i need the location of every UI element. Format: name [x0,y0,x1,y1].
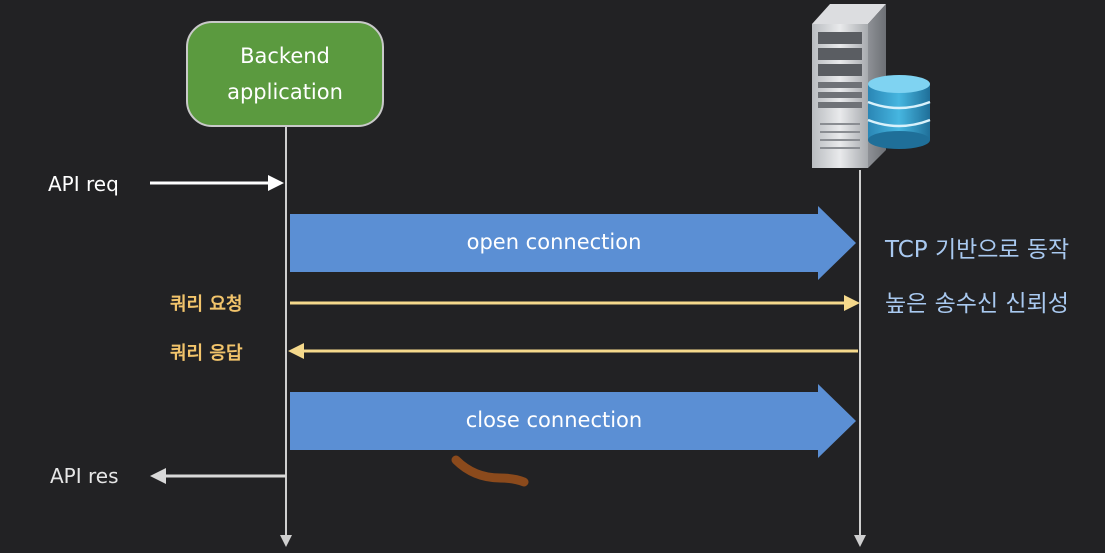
backend-application-node: Backend application [186,21,384,127]
tcp-note-line1: TCP 기반으로 동작 [885,237,1070,263]
close-connection-label: close connection [465,408,643,432]
query-response-label: 쿼리 응답 [170,343,243,364]
api-response-arrow [150,468,286,484]
backend-lifeline [280,127,292,547]
api-request-arrow [150,175,284,191]
query-response-arrow [288,343,858,359]
database-icon [867,75,931,149]
open-connection-band [290,206,856,280]
backend-application-label: Backend application [227,44,343,104]
annotation-stroke [451,455,529,487]
api-request-label: API req [48,172,119,196]
api-response-label: API res [50,464,119,488]
query-request-label: 쿼리 요청 [170,294,243,315]
server-lifeline [854,170,866,547]
query-request-arrow [290,295,860,311]
close-connection-band [290,384,856,458]
open-connection-label: open connection [466,230,642,254]
tcp-note-line2: 높은 송수신 신뢰성 [885,291,1069,317]
